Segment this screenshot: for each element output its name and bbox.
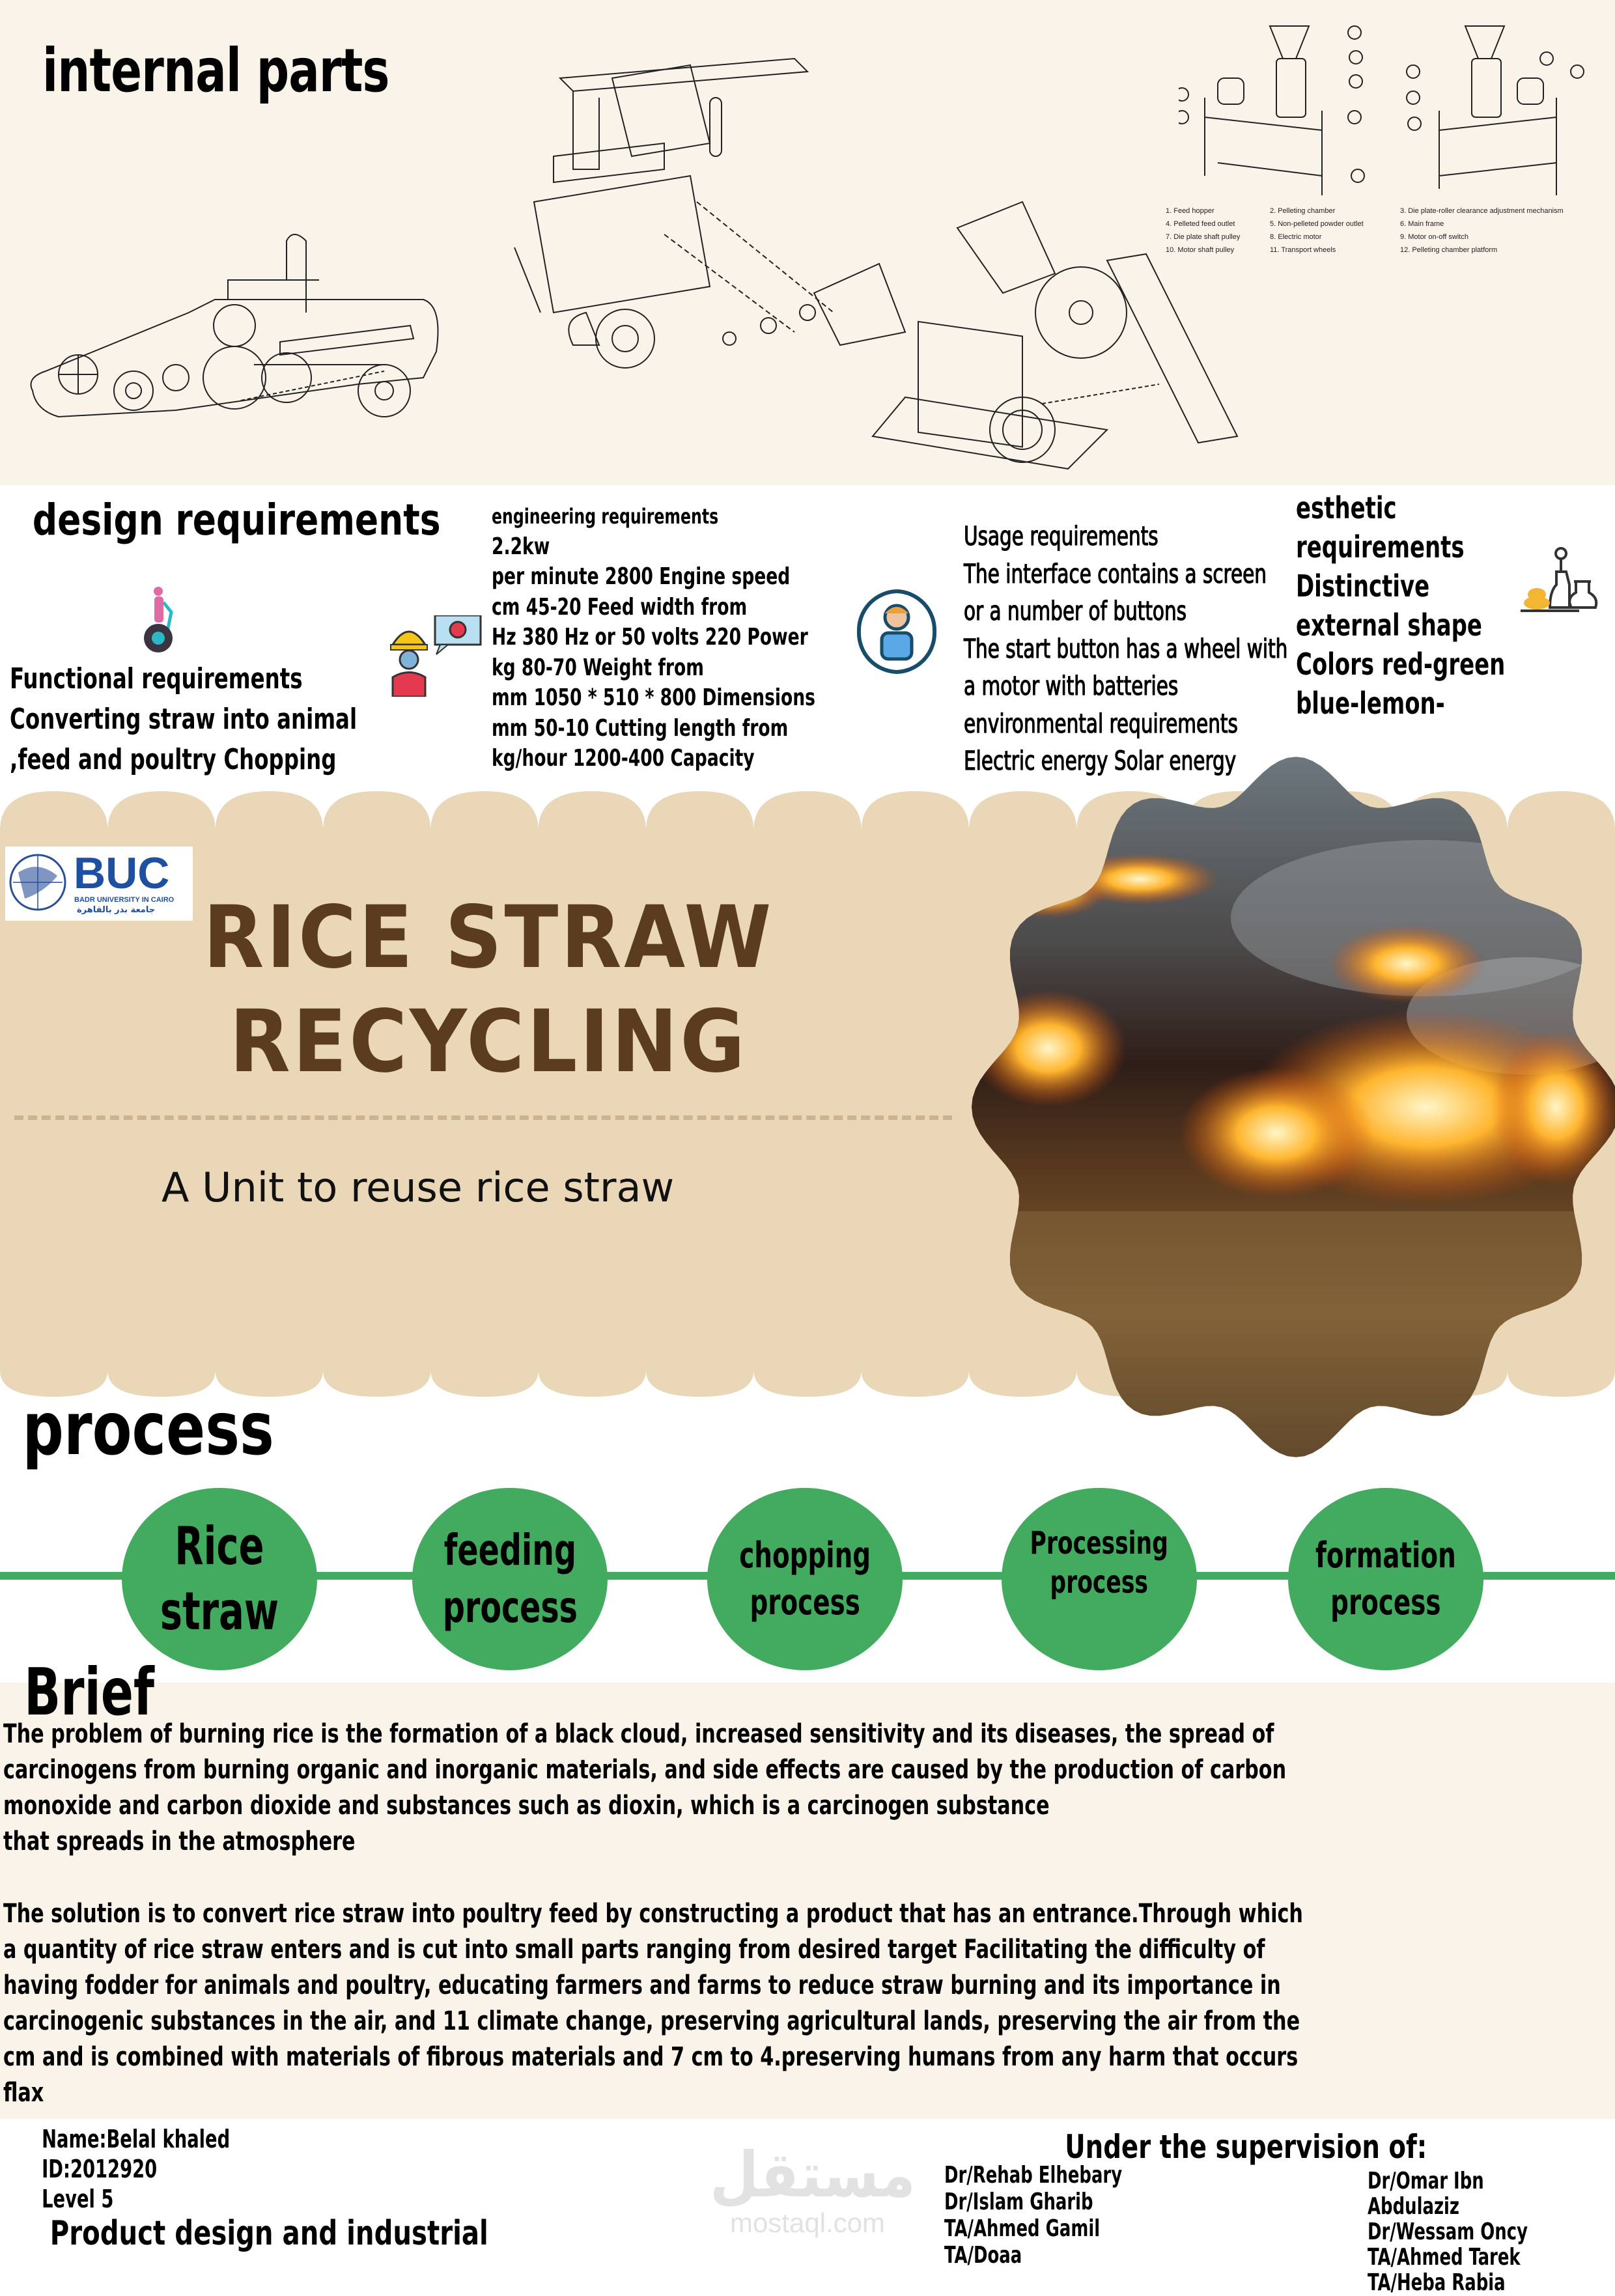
- functional-line: Converting straw into animal: [10, 703, 358, 736]
- pellet-machine-legend: 1. Feed hopper 2. Pelleting chamber 3. D…: [1166, 207, 1608, 254]
- spec-power-supply: Hz 380 Hz or 50 volts 220 Power: [492, 624, 808, 651]
- legend-item: 2. Pelleting chamber: [1270, 207, 1336, 215]
- vase-decor-icon: [1521, 546, 1602, 621]
- design-requirements-title: design requirements: [32, 495, 441, 545]
- dashed-divider: [14, 1115, 952, 1120]
- supervisors-right: Dr/Omar Ibn Abdulaziz Dr/Wessam Oncy TA/…: [1368, 2168, 1566, 2295]
- supervisor: Dr/Rehab Elhebary: [944, 2162, 1123, 2189]
- usage-line: The interface contains a screen: [964, 559, 1267, 589]
- pellet-machine-diagram: [1175, 20, 1595, 208]
- main-title: RICE STRAW RECYCLING: [159, 886, 818, 1094]
- brief-title: Brief: [23, 1654, 154, 1730]
- engineer-icon: [389, 614, 484, 698]
- usage-requirements: Usage requirements The interface contain…: [964, 518, 1288, 781]
- supervisor: Dr/Omar Ibn Abdulaziz: [1368, 2168, 1484, 2220]
- functional-line: ,feed and poultry Chopping: [10, 743, 337, 776]
- esthetic-line: Colors red-green: [1296, 647, 1506, 682]
- process-title: process: [22, 1387, 274, 1472]
- legend-item: 12. Pelleting chamber platform: [1400, 246, 1498, 254]
- legend-item: 3. Die plate-roller clearance adjustment…: [1400, 207, 1564, 215]
- esthetic-heading: esthetic: [1296, 490, 1397, 525]
- supervisor: TA/Heba Rabia: [1368, 2269, 1506, 2296]
- student-id: ID:2012920: [42, 2155, 158, 2183]
- process-step-feeding: feeding process: [412, 1488, 608, 1670]
- buc-logo-subtitle: BADR UNIVERSITY IN CAIRO: [74, 896, 175, 904]
- functional-heading: Functional requirements: [10, 662, 303, 695]
- buc-logo-text: BUC: [74, 848, 170, 898]
- legend-item: 5. Non-pelleted powder outlet: [1270, 220, 1364, 228]
- legend-item: 10. Motor shaft pulley: [1166, 246, 1235, 254]
- department: Product design and industrial: [49, 2214, 488, 2253]
- mostaql-watermark: مستقل mostaql.com: [710, 2138, 916, 2239]
- supervision-title: Under the supervision of:: [1065, 2128, 1427, 2166]
- supervisor: TA/Ahmed Tarek: [1368, 2244, 1521, 2271]
- spec-power-kw: 2.2kw: [492, 533, 550, 560]
- watermark-url: mostaql.com: [729, 2207, 886, 2238]
- legend-item: 4. Pelleted feed outlet: [1166, 220, 1235, 228]
- chopper-exploded-diagram: [808, 124, 1263, 475]
- functional-requirements: Functional requirements Converting straw…: [10, 659, 357, 780]
- process-step-formation: formation process: [1288, 1488, 1483, 1670]
- esthetic-line: external shape: [1296, 608, 1482, 643]
- spec-weight: kg 80-70 Weight from: [492, 654, 704, 681]
- spec-capacity: kg/hour 1200-400 Capacity: [492, 745, 755, 772]
- usage-line: The start button has a wheel with: [964, 634, 1288, 664]
- process-step-processing: Processing process: [1002, 1488, 1197, 1670]
- spec-cutting-length: mm 50-10 Cutting length from: [492, 714, 789, 742]
- usage-heading: Usage requirements: [964, 521, 1159, 552]
- supervisors-left: Dr/Rehab Elhebary Dr/Islam Gharib TA/Ahm…: [944, 2162, 1122, 2269]
- burning-straw-photo: [970, 742, 1615, 1459]
- buc-logo: BUC BADR UNIVERSITY IN CAIRO جامعة بدر ب…: [5, 847, 193, 921]
- esthetic-heading: requirements: [1296, 529, 1465, 565]
- usage-line: or a number of buttons: [964, 596, 1187, 626]
- legend-item: 8. Electric motor: [1270, 233, 1322, 241]
- usage-line: a motor with batteries: [964, 671, 1179, 701]
- supervisor: TA/Ahmed Gamil: [944, 2215, 1101, 2242]
- internal-parts-title: internal parts: [42, 36, 389, 105]
- spec-feed-width: cm 45-20 Feed width from: [492, 593, 748, 621]
- legend-item: 9. Motor on-off switch: [1400, 233, 1468, 241]
- esthetic-line: blue-lemon-: [1296, 686, 1445, 721]
- internal-parts-section: [0, 0, 1615, 485]
- user-cycle-icon: [853, 586, 941, 677]
- esthetic-line: Distinctive: [1296, 568, 1430, 604]
- brief-problem-paragraph: The problem of burning rice is the forma…: [3, 1719, 1287, 1856]
- supervisor: Dr/Wessam Oncy: [1368, 2219, 1528, 2245]
- supervisor: TA/Doaa: [944, 2242, 1022, 2269]
- main-title-line1: RICE STRAW: [203, 888, 774, 988]
- engineering-heading: engineering requirements: [492, 504, 719, 529]
- environmental-line: Electric energy Solar energy: [964, 746, 1237, 776]
- supervisor: Dr/Islam Gharib: [944, 2189, 1093, 2215]
- person-gear-icon: [140, 586, 179, 658]
- legend-item: 11. Transport wheels: [1270, 246, 1336, 254]
- esthetic-requirements: esthetic requirements Distinctive extern…: [1296, 488, 1505, 723]
- process-step-chopping: chopping process: [707, 1488, 903, 1670]
- process-step-rice-straw: Rice straw: [122, 1488, 317, 1670]
- engineering-requirements: engineering requirements 2.2kw per minut…: [492, 501, 815, 774]
- baler-exploded-diagram: [495, 39, 860, 404]
- brief-section: [0, 1683, 1615, 2119]
- student-name: Name:Belal khaled: [42, 2125, 231, 2153]
- legend-item: 7. Die plate shaft pulley: [1166, 233, 1241, 241]
- legend-item: 1. Feed hopper: [1166, 207, 1215, 215]
- main-title-line2: RECYCLING: [229, 992, 748, 1092]
- student-info: Name:Belal khaled ID:2012920 Level 5: [42, 2124, 230, 2214]
- legend-item: 6. Main frame: [1400, 220, 1444, 228]
- spec-dimensions: mm 1050 * 510 * 800 Dimensions: [492, 684, 815, 711]
- watermark-arabic: مستقل: [710, 2138, 916, 2211]
- brief-solution-paragraph: The solution is to convert rice straw in…: [3, 1899, 1303, 2108]
- student-level: Level 5: [42, 2185, 114, 2213]
- environmental-heading: environmental requirements: [964, 708, 1239, 739]
- spec-engine-speed: per minute 2800 Engine speed: [492, 563, 791, 590]
- combine-harvester-diagram: [20, 215, 475, 462]
- buc-logo-arabic: جامعة بدر بالقاهرة: [77, 905, 156, 915]
- subtitle: A Unit to reuse rice straw: [162, 1164, 675, 1211]
